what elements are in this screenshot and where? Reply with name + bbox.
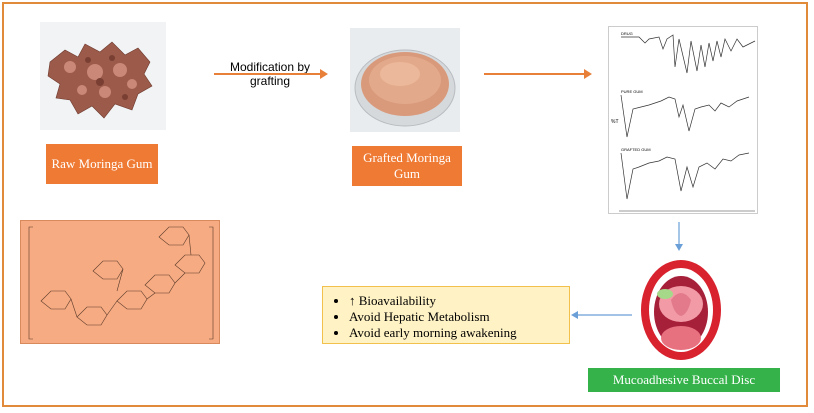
benefits-box: ↑ Bioavailability Avoid Hepatic Metaboli… — [322, 286, 570, 344]
arrow-grafted-to-ftir — [484, 69, 592, 79]
benefits-list: ↑ Bioavailability Avoid Hepatic Metaboli… — [333, 293, 559, 341]
mouth-illustration — [638, 256, 724, 362]
benefit-item: ↑ Bioavailability — [349, 293, 559, 309]
ftir-spectra-plot: DRUG PURE GUM GRAFTED GUM %T — [611, 31, 756, 212]
ftir-spectra: DRUG PURE GUM GRAFTED GUM %T — [608, 26, 758, 214]
arrow-ftir-to-disc — [675, 222, 683, 251]
chemical-structure — [20, 220, 220, 344]
grafted-gum-illustration — [354, 49, 456, 127]
raw-gum-illustration — [47, 41, 153, 119]
benefit-item: Avoid early morning awakening — [349, 325, 559, 341]
ftir-panel-drug-label: DRUG — [621, 31, 633, 36]
grafted-gum-label: Grafted Moringa Gum — [352, 146, 462, 186]
arrow-disc-to-benefits — [571, 311, 632, 319]
modification-label: Modification by grafting — [229, 60, 311, 88]
raw-gum-label: Raw Moringa Gum — [46, 144, 158, 184]
raw-gum-photo — [40, 22, 166, 130]
mouth-icon — [641, 260, 721, 360]
ftir-panel-pure-label: PURE GUM — [621, 89, 643, 94]
arrow-raw-to-grafted — [214, 69, 328, 79]
ftir-y-label: %T — [611, 119, 619, 125]
grafted-gum-photo — [350, 28, 460, 132]
outer-frame — [2, 2, 808, 407]
chemical-structure-drawing — [28, 226, 214, 340]
ftir-panel-grafted-label: GRAFTED GUM — [621, 147, 651, 152]
benefit-item: Avoid Hepatic Metabolism — [349, 309, 559, 325]
buccal-disc-label: Mucoadhesive Buccal Disc — [588, 368, 780, 392]
